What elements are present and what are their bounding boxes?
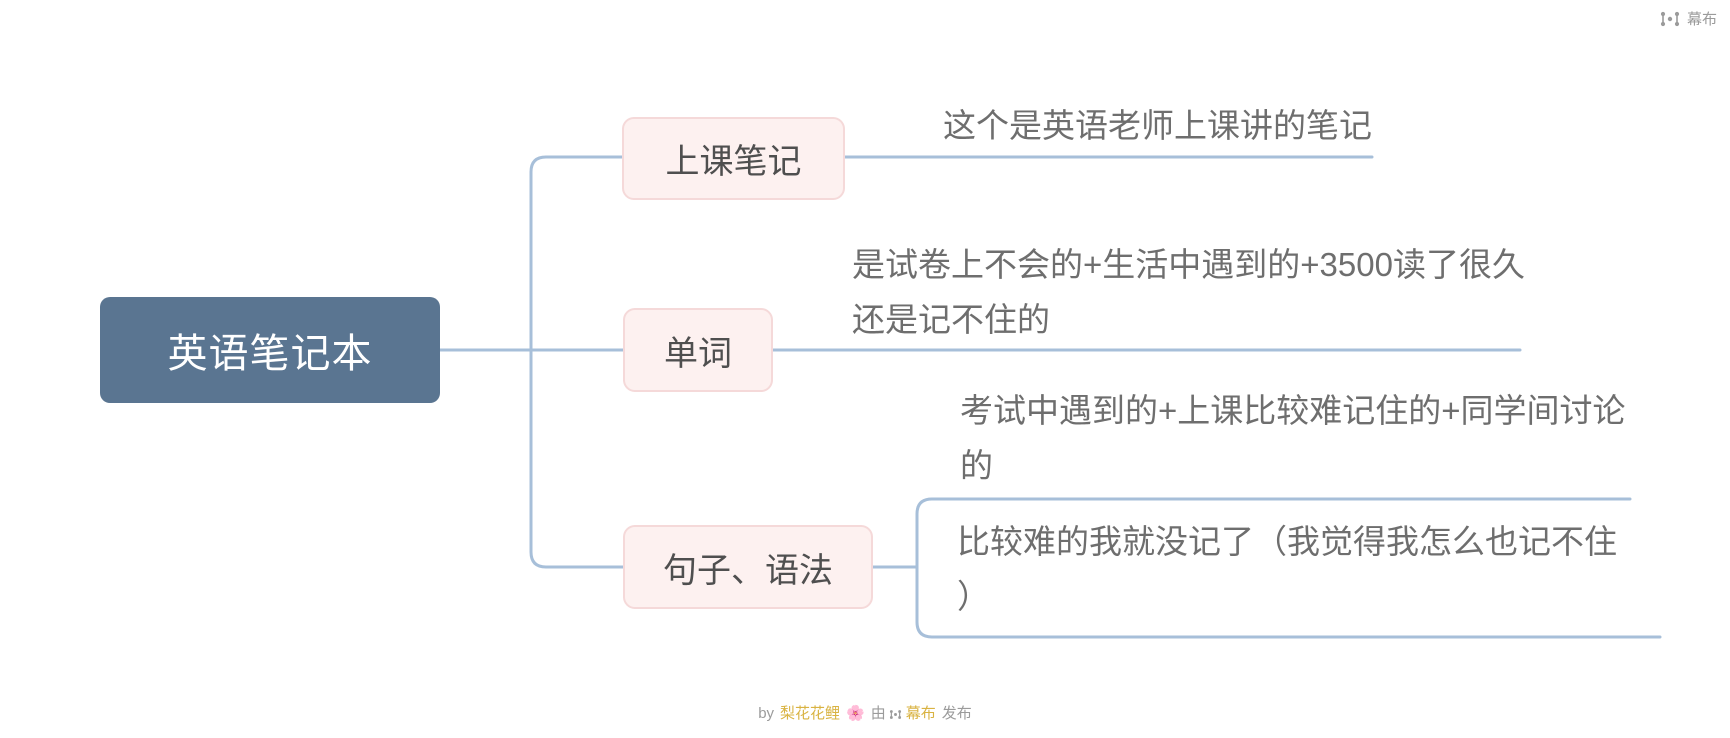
note-line: 还是记不住的 — [852, 301, 1050, 338]
root-node[interactable]: 英语笔记本 — [100, 297, 440, 403]
footer-brand-link[interactable]: 幕布 — [905, 705, 936, 722]
connector-trunk-bracket — [529, 155, 625, 569]
node-class-notes[interactable]: 上课笔记 — [622, 117, 845, 200]
footer-author-link[interactable]: 梨花花鲤 — [780, 705, 841, 722]
node-class-notes-child[interactable]: 这个是英语老师上课讲的笔记 — [943, 98, 1372, 153]
bracket-grammar-children — [915, 497, 1662, 639]
node-sentences-grammar[interactable]: 句子、语法 — [623, 525, 873, 609]
footer-credit: by 梨花花鲤 🌸 由 幕布发布 — [0, 704, 1730, 724]
node-class-notes-label: 上课笔记 — [665, 143, 802, 181]
footer-publish-label: 发布 — [941, 705, 972, 722]
brand-name: 幕布 — [1686, 11, 1717, 28]
node-words-child[interactable]: 是试卷上不会的+生活中遇到的+3500读了很久 还是记不住的 — [852, 237, 1525, 347]
node-sentences-grammar-child-1[interactable]: 考试中遇到的+上课比较难记住的+同学间讨论 的 — [960, 383, 1626, 493]
note-line: 是试卷上不会的+生活中遇到的+3500读了很久 — [852, 246, 1525, 283]
brand-logo[interactable]: 幕布 — [1659, 8, 1717, 29]
mubu-logo-icon-small — [889, 710, 901, 719]
node-words[interactable]: 单词 — [623, 308, 773, 392]
mubu-logo-icon — [1660, 11, 1680, 26]
flower-emoji: 🌸 — [846, 705, 865, 722]
note-line: 的 — [960, 447, 993, 484]
note-line: 考试中遇到的+上课比较难记住的+同学间讨论 — [960, 392, 1626, 429]
footer-via-label: 由 — [870, 705, 886, 722]
note-line: ） — [957, 578, 990, 615]
node-sentences-grammar-child-2[interactable]: 比较难的我就没记了（我觉得我怎么也记不住 ） — [957, 514, 1617, 624]
note-line: 比较难的我就没记了（我觉得我怎么也记不住 — [957, 523, 1617, 560]
node-words-label: 单词 — [664, 334, 732, 373]
footer-by-label: by — [758, 705, 775, 722]
root-node-label: 英语笔记本 — [167, 332, 373, 376]
node-sentences-grammar-label: 句子、语法 — [663, 551, 833, 590]
note-line: 这个是英语老师上课讲的笔记 — [943, 107, 1372, 144]
